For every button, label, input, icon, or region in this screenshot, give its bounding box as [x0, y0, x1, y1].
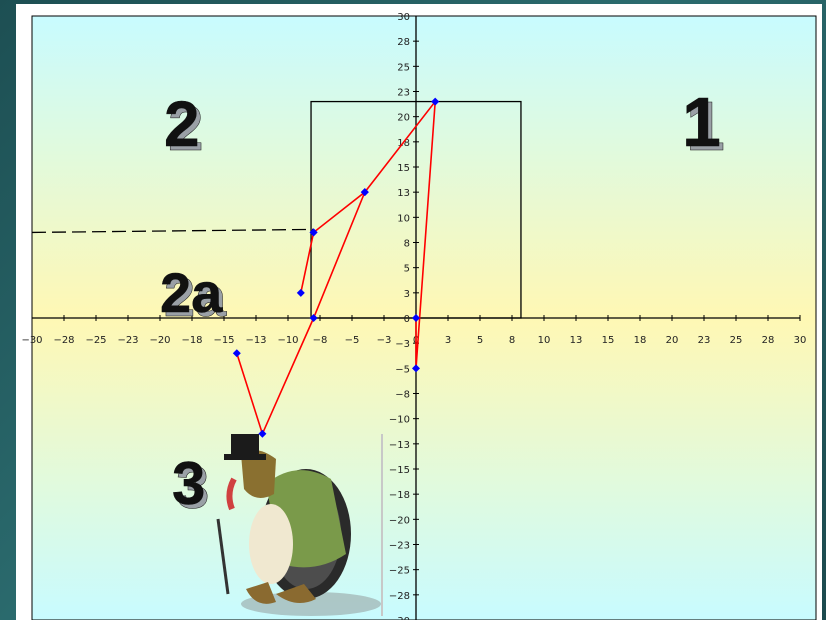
- x-tick-label: 15: [602, 335, 615, 346]
- y-tick-label: 8: [404, 239, 410, 250]
- y-tick-label: 20: [397, 113, 410, 124]
- data-point: [232, 349, 241, 358]
- y-tick-label: −20: [389, 515, 410, 526]
- quadrant-label-2a-shadow: 2a: [164, 265, 227, 328]
- data-point: [258, 429, 267, 438]
- x-tick-label: −28: [53, 335, 74, 346]
- quadrant-label-2-shadow: 2: [168, 92, 204, 164]
- y-tick-label: −5: [395, 364, 410, 375]
- data-point: [309, 228, 318, 237]
- data-point: [412, 364, 420, 373]
- x-tick-label: −10: [277, 335, 298, 346]
- x-tick-label: −18: [181, 335, 202, 346]
- x-tick-label: −30: [21, 335, 42, 346]
- y-tick-label: −30: [389, 616, 410, 620]
- x-tick-label: 30: [794, 335, 807, 346]
- quadrant-label-2a: 2a: [160, 261, 223, 324]
- y-tick-label: 10: [397, 213, 410, 224]
- quadrant-label-2: 2: [164, 88, 200, 160]
- quadrant-label-3-shadow: 3: [176, 454, 209, 521]
- y-tick-label: 28: [397, 37, 410, 48]
- data-point: [412, 314, 420, 322]
- x-tick-label: 13: [570, 335, 583, 346]
- y-tick-label: 3: [404, 289, 410, 300]
- x-tick-label: 25: [730, 335, 743, 346]
- y-tick-label: −15: [389, 465, 410, 476]
- quadrant-label-1: 1: [682, 83, 721, 161]
- x-tick-label: −20: [149, 335, 170, 346]
- y-tick-label: 25: [397, 62, 410, 73]
- x-tick-label: −15: [213, 335, 234, 346]
- x-tick-label: 3: [445, 335, 451, 346]
- y-tick-label: 5: [404, 264, 410, 275]
- data-point: [431, 97, 440, 106]
- y-tick-label: −10: [389, 415, 410, 426]
- y-tick-label: −28: [389, 591, 410, 602]
- y-tick-label: −23: [389, 541, 410, 552]
- x-tick-label: 8: [509, 335, 515, 346]
- y-tick-label: 30: [397, 12, 410, 23]
- x-tick-label: −13: [245, 335, 266, 346]
- y-tick-label: −3: [395, 339, 410, 350]
- y-tick-label: 13: [397, 188, 410, 199]
- y-tick-label: −13: [389, 440, 410, 451]
- data-point: [360, 188, 369, 197]
- data-point: [296, 288, 305, 297]
- dashed-line: [31, 228, 314, 234]
- y-tick-label: 23: [397, 88, 410, 99]
- x-tick-label: −23: [117, 335, 138, 346]
- y-tick-label: −8: [395, 390, 410, 401]
- x-tick-label: 10: [538, 335, 551, 346]
- x-tick-label: 28: [762, 335, 775, 346]
- x-tick-label: −8: [313, 335, 328, 346]
- y-tick-label: 15: [397, 163, 410, 174]
- x-tick-label: 18: [634, 335, 647, 346]
- x-tick-label: 20: [666, 335, 679, 346]
- x-tick-label: −3: [377, 335, 392, 346]
- quadrant-label-3: 3: [172, 450, 205, 517]
- x-tick-label: −25: [85, 335, 106, 346]
- y-tick-label: −25: [389, 566, 410, 577]
- y-tick-label: −18: [389, 490, 410, 501]
- x-tick-label: 5: [477, 335, 483, 346]
- quadrant-label-1-shadow: 1: [686, 87, 725, 165]
- turtle-illustration: [216, 434, 383, 616]
- y-tick-label: 0: [404, 314, 410, 325]
- x-tick-label: −5: [345, 335, 360, 346]
- x-tick-label: 23: [698, 335, 711, 346]
- data-point: [309, 314, 318, 322]
